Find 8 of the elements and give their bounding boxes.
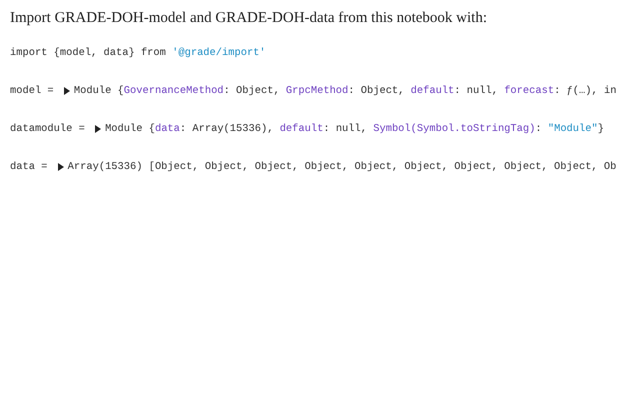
variable-name: datamodule = — [10, 123, 86, 135]
intro-sentence: Import GRADE-DOH-model and GRADE-DOH-data from this notebook with: — [10, 10, 488, 27]
variable-name: model = — [10, 85, 55, 97]
value-preview: Module {data: Array(15336), default: null, Symbol(Symbol.toStringTag): "Module"} — [105, 123, 604, 135]
value-preview: Array(15336) [Object, Object, Object, Object, Object, Object, Object, Object, Object, Ob — [68, 161, 616, 173]
variable-name: data = — [10, 161, 48, 173]
import-statement: import {model, data} from '@grade/import' — [10, 47, 266, 59]
value-preview: Module {GovernanceMethod: Object, GrpcMethod: Object, default: null, forecast: ƒ(…), in — [74, 85, 616, 97]
